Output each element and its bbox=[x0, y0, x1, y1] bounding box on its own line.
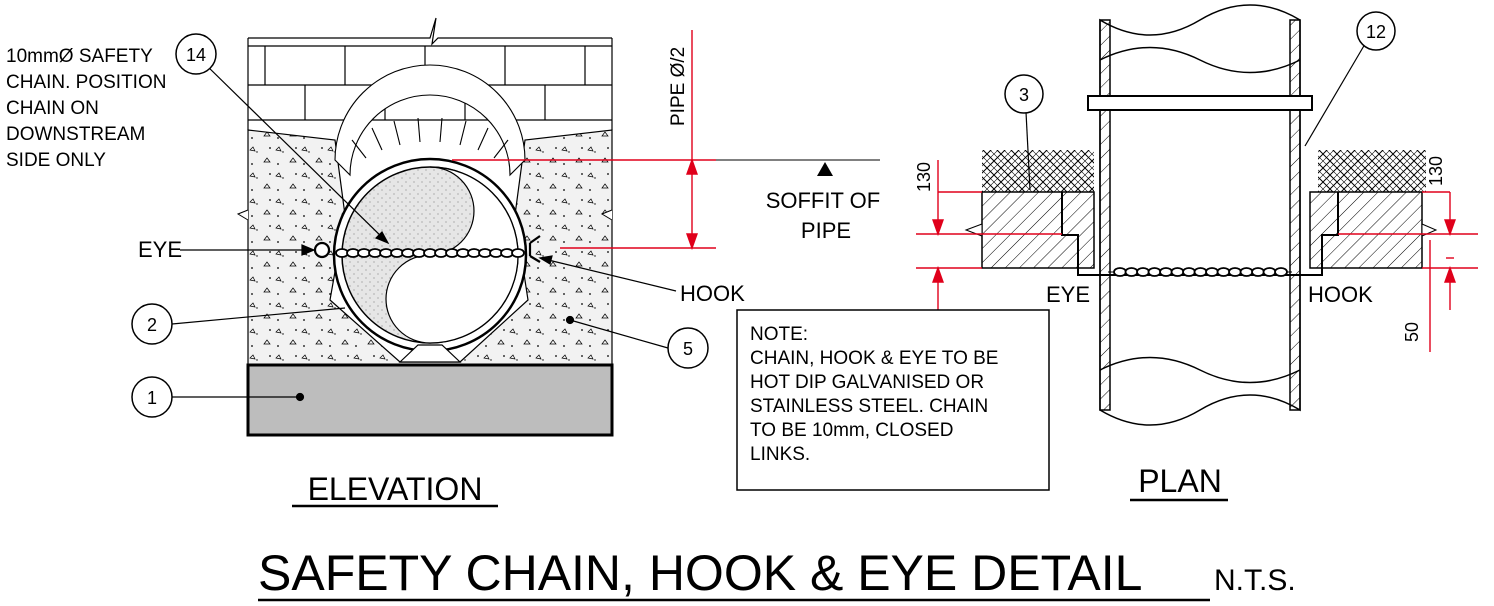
callout-12: 12 bbox=[1356, 11, 1396, 51]
break-mark-left bbox=[236, 209, 249, 221]
elevation-label: ELEVATION bbox=[308, 471, 483, 507]
svg-text:12: 12 bbox=[1366, 22, 1386, 42]
plan-dimension-bottom-label: 50 bbox=[1402, 322, 1422, 342]
elevation-view: 14 2 1 5 10mmØ SAFETY CHAIN. POSITION CH… bbox=[6, 17, 887, 508]
title-main: SAFETY CHAIN, HOOK & EYE DETAIL bbox=[258, 545, 1142, 601]
elevation-leaders bbox=[171, 61, 677, 402]
plan-leaders bbox=[1025, 43, 1366, 191]
chain-link bbox=[1113, 267, 1127, 277]
chain-link bbox=[1159, 267, 1173, 277]
chain-link bbox=[1216, 267, 1231, 277]
elevation-eye-label: EYE bbox=[138, 237, 182, 262]
title-scale: N.T.S. bbox=[1214, 564, 1296, 597]
chain-note: 10mmØ SAFETY CHAIN. POSITION CHAIN ON DO… bbox=[6, 46, 172, 171]
svg-text:NOTE: CHAIN, HOOK & EYE: NOTE: CHAIN, HOOK & EYE TO BE HOT DIP GA… bbox=[750, 324, 1004, 465]
callout-2: 2 bbox=[131, 303, 173, 345]
wall-slab-right bbox=[1309, 191, 1438, 269]
chain-link bbox=[1147, 267, 1162, 277]
pipe-half-dimension-label: PIPE Ø/2 bbox=[668, 47, 689, 126]
chain-link bbox=[1205, 267, 1219, 277]
chain-link bbox=[1124, 267, 1139, 277]
plan-eye-label: EYE bbox=[1046, 282, 1090, 307]
soffit-marker bbox=[817, 162, 833, 176]
chain-link bbox=[1274, 267, 1288, 277]
chain-link bbox=[1182, 267, 1196, 277]
callout-14: 14 bbox=[175, 33, 217, 75]
plan-dimension-right bbox=[1338, 191, 1478, 352]
paving-left bbox=[982, 150, 1094, 192]
elevation-chain-links bbox=[335, 248, 525, 258]
note-box: NOTE: CHAIN, HOOK & EYE TO BE HOT DIP GA… bbox=[736, 309, 1050, 491]
chain-link bbox=[1228, 267, 1242, 277]
chain-link bbox=[1239, 267, 1254, 277]
chain-link bbox=[1170, 267, 1185, 277]
soffit-label: SOFFIT OF PIPE bbox=[766, 188, 887, 243]
callout-3: 3 bbox=[1004, 74, 1044, 114]
plan-chain-links bbox=[1113, 267, 1288, 277]
chain-link bbox=[511, 248, 525, 258]
svg-text:3: 3 bbox=[1019, 85, 1029, 105]
svg-text:1: 1 bbox=[147, 388, 157, 408]
pipe-collar bbox=[1087, 95, 1313, 111]
pipe-half-dimension bbox=[452, 30, 716, 251]
eye-fixing bbox=[313, 241, 331, 259]
callout-5: 5 bbox=[667, 327, 709, 369]
chain-link bbox=[1262, 267, 1277, 277]
paving-right bbox=[1318, 150, 1426, 192]
svg-text:2: 2 bbox=[147, 315, 157, 335]
plan-pipe bbox=[1099, 4, 1301, 426]
plan-dimension-right-label: 130 bbox=[1426, 156, 1446, 186]
break-mark-right bbox=[600, 209, 613, 221]
plan-label: PLAN bbox=[1138, 463, 1222, 499]
plan-dimension-left bbox=[916, 160, 1062, 312]
plan-hook-label: HOOK bbox=[1308, 282, 1373, 307]
svg-text:5: 5 bbox=[683, 339, 693, 359]
chain-link bbox=[1251, 267, 1265, 277]
drawing-title: SAFETY CHAIN, HOOK & EYE DETAIL N.T.S. bbox=[258, 545, 1296, 602]
pipe-bedding bbox=[398, 344, 462, 363]
svg-text:14: 14 bbox=[186, 45, 206, 65]
chain-link bbox=[1136, 267, 1150, 277]
chain-link bbox=[1193, 267, 1208, 277]
plan-view: 130 130 50 EYE HOOK 3 12 bbox=[914, 4, 1478, 502]
wall-slab-left bbox=[964, 191, 1095, 269]
hook-fixing bbox=[528, 235, 541, 263]
elevation-hook-label: HOOK bbox=[680, 281, 745, 306]
callout-1: 1 bbox=[131, 376, 173, 418]
plan-dimension-left-label: 130 bbox=[914, 162, 934, 192]
